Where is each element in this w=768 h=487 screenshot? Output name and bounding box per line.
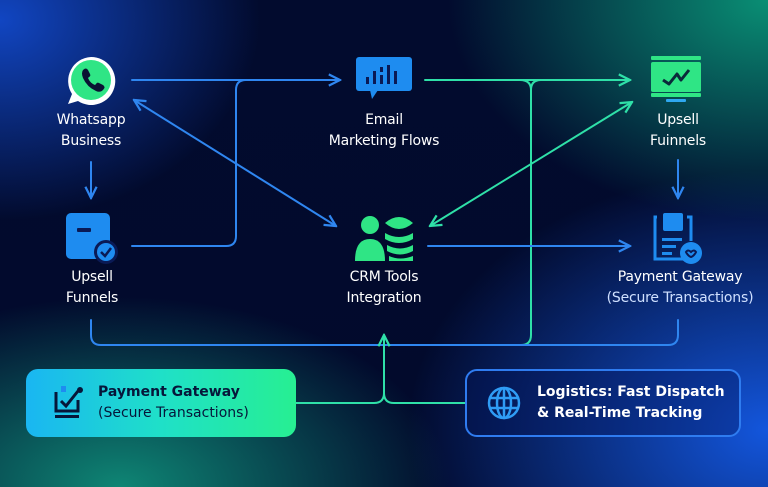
edge-crm-upsell: [430, 102, 632, 226]
globe-icon: [487, 386, 521, 420]
payment-right-label-line1: Payment Gateway: [617, 269, 743, 285]
edge-upsell-left-email: [131, 79, 247, 247]
card-logistics[interactable]: Logistics: Fast Dispatch & Real-Time Tra…: [465, 369, 741, 437]
user-database-icon: [355, 215, 413, 261]
crm-label-line2: Integration: [346, 290, 422, 306]
document-check-icon: [66, 213, 118, 265]
card-payment-line1: Payment Gateway: [98, 384, 240, 400]
crm-label-line1: CRM Tools: [349, 269, 419, 285]
upsell-left-label-line2: Funnels: [65, 290, 119, 306]
upsell-top-label-line2: Fuinnels: [650, 133, 706, 149]
node-upsell-left[interactable]: Upsell Funnels: [40, 267, 144, 309]
node-email[interactable]: Email Marketing Flows: [304, 110, 464, 152]
chat-chart-icon: [356, 57, 412, 103]
upsell-top-label-line1: Upsell: [657, 112, 699, 128]
payment-right-label-line2: (Secure Transactions): [606, 290, 754, 306]
whatsapp-label-line2: Business: [60, 133, 122, 149]
email-label-line2: Marketing Flows: [328, 133, 440, 149]
node-whatsapp[interactable]: Whatsapp Business: [30, 110, 152, 152]
email-label-line1: Email: [365, 112, 403, 128]
upsell-left-label-line1: Upsell: [71, 269, 113, 285]
card-logistics-line2: & Real-Time Tracking: [537, 405, 703, 421]
card-payment-line2: (Secure Transactions): [98, 405, 249, 421]
node-crm[interactable]: CRM Tools Integration: [314, 267, 454, 309]
whatsapp-label-line1: Whatsapp: [56, 112, 126, 128]
node-payment-right[interactable]: Payment Gateway (Secure Transactions): [592, 267, 768, 309]
edge-branch-upsell: [530, 79, 542, 91]
monitor-chart-icon: [651, 56, 701, 104]
clipboard-badge-icon: [653, 213, 703, 265]
edge-logistics-crm: [383, 392, 466, 404]
card-payment-gateway[interactable]: Payment Gateway (Secure Transactions): [26, 369, 296, 437]
whatsapp-phone-icon: [64, 54, 118, 108]
edge-email-branch: [519, 79, 532, 346]
node-upsell-top[interactable]: Upsell Fuinnels: [618, 110, 738, 152]
checkbox-cart-icon: [54, 386, 84, 420]
edge-whatsapp-crm: [134, 100, 336, 226]
card-logistics-line1: Logistics: Fast Dispatch: [537, 384, 725, 400]
